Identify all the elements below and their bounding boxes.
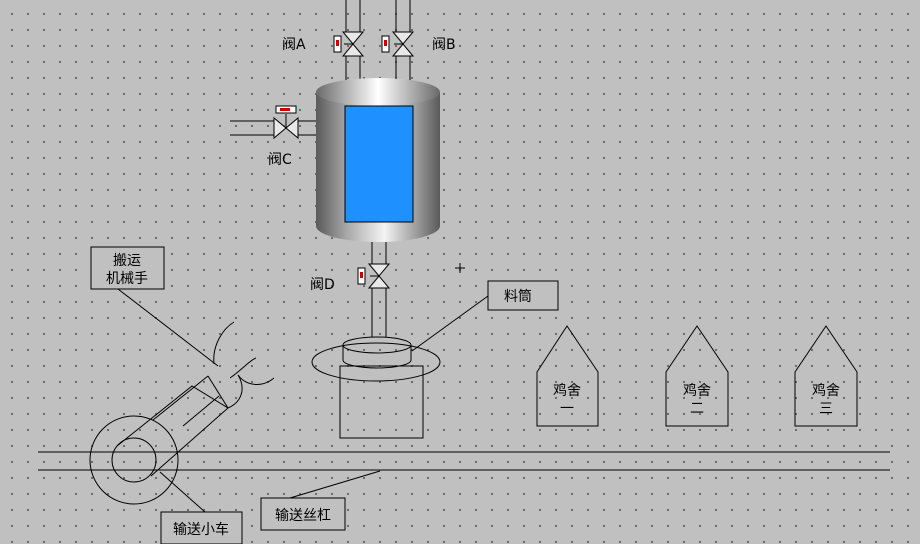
- coop-3-line2: 三: [819, 401, 833, 417]
- valve-a-label: 阀A: [282, 37, 306, 53]
- valve-c-label: 阀C: [268, 152, 292, 168]
- valve-a-indicator: [336, 40, 339, 46]
- coop-1-line2: 一: [560, 401, 574, 417]
- valve-b[interactable]: [381, 31, 415, 57]
- hopper[interactable]: [311, 336, 441, 439]
- cart-callout: 输送小车: [159, 471, 243, 544]
- cart-label: 输送小车: [173, 521, 229, 538]
- valve-b-indicator: [384, 40, 387, 46]
- coop-3-line1: 鸡舍: [812, 382, 840, 399]
- valve-d-label: 阀D: [310, 277, 335, 293]
- robot-gripper: [213, 321, 235, 365]
- crosshair-cursor: [455, 263, 465, 273]
- robot-arm-label-line1: 搬运: [113, 253, 141, 269]
- valve-c[interactable]: [273, 105, 299, 140]
- coop-2-line2: 二: [690, 401, 704, 417]
- coop-2-line1: 鸡舍: [683, 382, 711, 399]
- robot-arm-label-line2: 机械手: [106, 271, 148, 287]
- transport-robot[interactable]: [89, 321, 275, 505]
- mixing-tank[interactable]: [316, 78, 440, 242]
- valve-c-indicator: [280, 108, 290, 111]
- hopper-callout: 料筒: [411, 280, 559, 352]
- valve-a[interactable]: [333, 31, 365, 57]
- valve-b-label: 阀B: [432, 37, 456, 53]
- tank-liquid-level: [344, 105, 414, 223]
- chicken-coop-2[interactable]: 鸡舍 二: [665, 325, 729, 427]
- robot-arm-callout: 搬运 机械手: [90, 246, 219, 367]
- lead-screw-rails: [38, 451, 890, 471]
- lead-screw-label: 输送丝杠: [275, 508, 331, 524]
- valve-d[interactable]: [357, 263, 391, 289]
- valve-d-indicator: [360, 272, 363, 278]
- hopper-label: 料筒: [504, 288, 532, 305]
- coop-1-line1: 鸡舍: [553, 382, 581, 399]
- chicken-coop-1[interactable]: 鸡舍 一: [536, 325, 599, 427]
- lead-screw-callout: 输送丝杠: [260, 470, 381, 531]
- chicken-coop-3[interactable]: 鸡舍 三: [794, 325, 858, 427]
